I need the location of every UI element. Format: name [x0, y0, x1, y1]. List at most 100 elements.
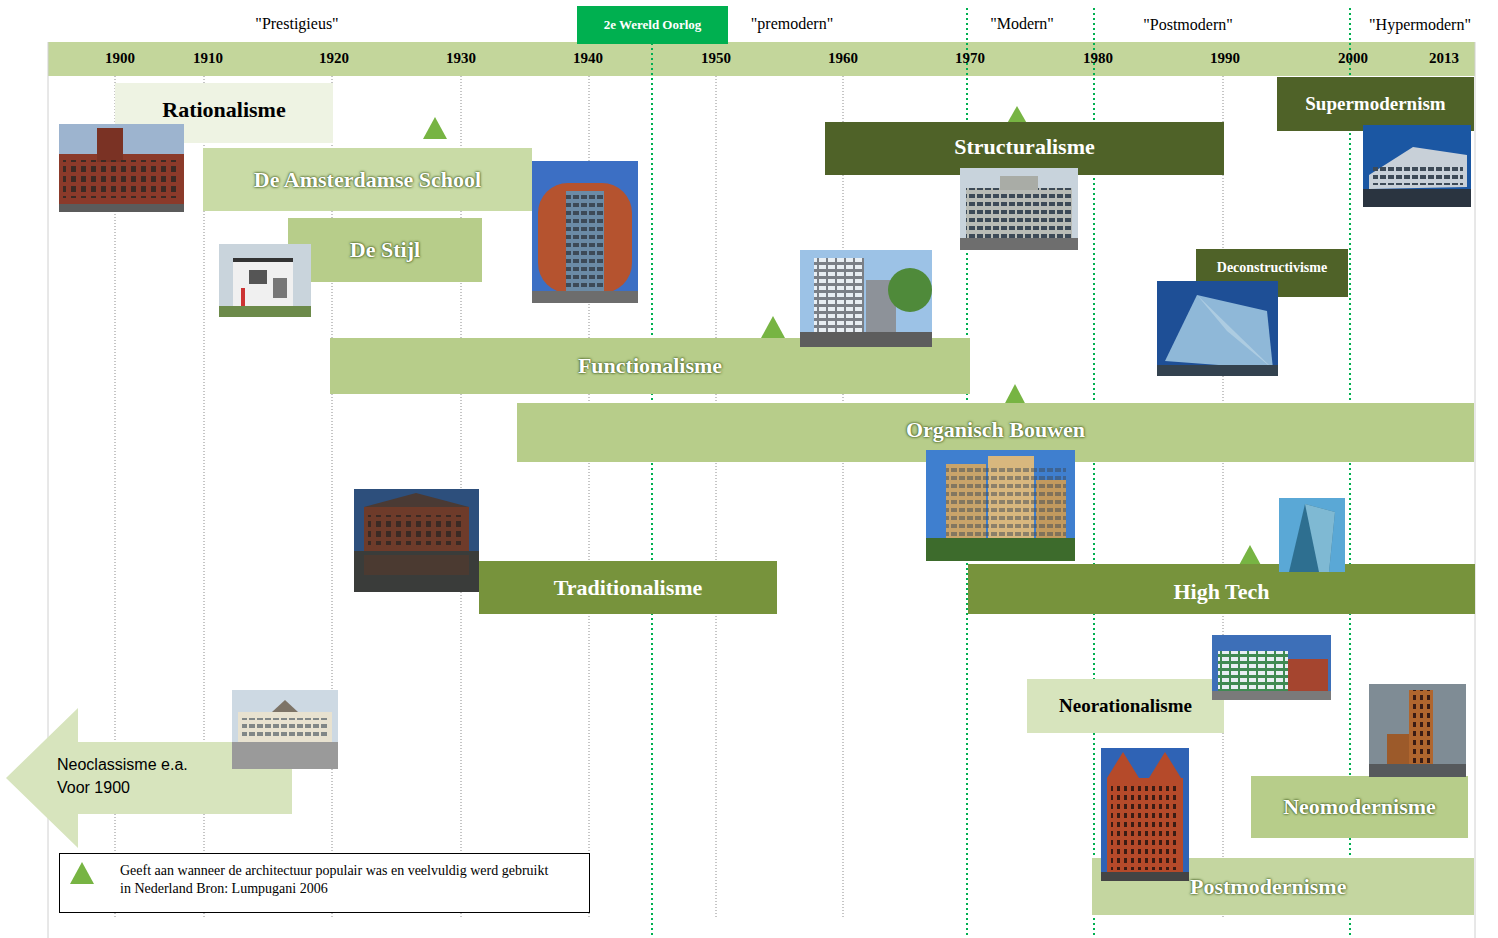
style-bar: Neorationalisme — [1027, 679, 1224, 733]
photo-round-building — [532, 291, 638, 303]
photo-deconstructivist-building — [1157, 281, 1278, 376]
year-label: 1930 — [446, 50, 476, 67]
photo-station — [272, 700, 298, 712]
year-band — [48, 42, 1475, 76]
year-gridline — [716, 76, 717, 918]
style-bar: Neomodernisme — [1251, 776, 1468, 838]
popularity-marker — [761, 316, 785, 338]
style-bar: Structuralisme — [825, 122, 1224, 175]
photo-station — [232, 742, 338, 769]
photo-high-tech-tower — [1305, 504, 1335, 572]
popularity-marker — [423, 106, 1262, 567]
style-bar: De Stijl — [288, 218, 482, 282]
photo-high-tech-tower — [1279, 498, 1345, 572]
photo-organic-building — [926, 450, 1075, 561]
style-label: Structuralisme — [954, 134, 1095, 159]
style-label: De Stijl — [350, 237, 420, 262]
photo-station — [232, 690, 338, 769]
photo-neorationalist-building — [1212, 635, 1331, 700]
style-label: Neorationalisme — [1059, 695, 1192, 717]
photo-supermodern-building — [1373, 165, 1463, 185]
era-label: "Modern" — [990, 15, 1054, 33]
style-bar: Supermodernism — [1277, 77, 1474, 131]
war-period-box: 2e Wereld Oorlog — [577, 6, 728, 44]
photo-de-stijl-house — [241, 288, 245, 306]
photo-flat-blocks — [800, 250, 932, 347]
photo-brick-building — [63, 160, 180, 198]
photo-high-tech-tower — [1289, 504, 1335, 572]
style-label: Supermodernism — [1305, 93, 1445, 115]
year-label: 1980 — [1083, 50, 1113, 67]
photo-traditional-building — [368, 515, 465, 545]
photo-traditional-building — [364, 493, 469, 507]
photo-de-stijl-house — [219, 306, 311, 317]
photo-brick-building — [59, 124, 184, 212]
photo-postmodern-building — [1101, 872, 1189, 881]
era-label: "Prestigieus" — [255, 15, 338, 33]
year-label: 1940 — [573, 50, 603, 67]
photo-traditional-building — [354, 489, 479, 592]
photo-deconstructivist-building — [1157, 365, 1278, 376]
photo-de-stijl-house — [233, 258, 293, 262]
style-label: Organisch Bouwen — [906, 417, 1085, 442]
year-label: 1910 — [193, 50, 223, 67]
photo-de-stijl-house — [273, 278, 287, 298]
style-label: Postmodernisme — [1190, 874, 1346, 899]
photo-de-stijl-house — [219, 244, 311, 317]
photo-deconstructivist-building — [1165, 295, 1273, 369]
photo-postmodern-building — [1149, 752, 1181, 778]
photo-de-stijl-house — [249, 270, 267, 284]
photo-organic-building — [926, 450, 1075, 561]
year-gridline — [1223, 76, 1224, 918]
photo-postmodern-building — [1111, 784, 1179, 870]
photo-organic-building — [926, 538, 1075, 561]
photo-supermodern-building — [1369, 147, 1467, 189]
timeline-grid — [1475, 42, 1476, 938]
photo-station — [232, 690, 338, 769]
era-divider — [651, 8, 653, 938]
legend-triangle — [69, 861, 95, 885]
photo-round-building — [532, 161, 638, 303]
style-bar: De Amsterdamse School — [203, 148, 532, 211]
photo-neomodern-tower — [1369, 684, 1466, 777]
photo-round-building — [532, 161, 638, 303]
photo-postmodern-building — [1107, 778, 1183, 874]
era-label: "premodern" — [751, 15, 833, 33]
style-label: Deconstructivisme — [1217, 260, 1327, 276]
year-label: 1920 — [319, 50, 349, 67]
photo-station — [242, 718, 328, 738]
era-label: "Hypermodern" — [1369, 16, 1471, 34]
photo-de-stijl-house — [219, 244, 311, 317]
photo-traditional-building — [354, 551, 479, 592]
photo-de-stijl-house — [233, 258, 293, 306]
era-divider — [652, 8, 1350, 938]
photo-brick-building — [59, 154, 184, 206]
style-label: Neomodernisme — [1283, 794, 1436, 819]
popularity-marker — [423, 117, 447, 139]
photo-neomodern-tower — [1369, 684, 1466, 777]
photo-deconstructivist-building — [1157, 281, 1278, 376]
year-label: 1900 — [105, 50, 135, 67]
legend-triangle — [70, 862, 94, 884]
photo-postmodern-building — [1101, 748, 1189, 881]
photo-round-building — [566, 191, 604, 291]
photo-organic-building — [946, 464, 1066, 544]
style-label: Voor 1900 — [57, 779, 130, 797]
photo-structuralist-building — [960, 238, 1078, 250]
photo-traditional-building — [354, 489, 479, 592]
photo-structuralist-building — [960, 168, 1078, 250]
style-label: Traditionalisme — [554, 575, 703, 600]
style-label: 2e Wereld Oorlog — [604, 18, 702, 33]
photo-flat-blocks — [814, 258, 864, 332]
photo-neomodern-tower — [1409, 690, 1433, 766]
style-label: High Tech — [1174, 579, 1270, 604]
photo-traditional-building — [364, 507, 469, 551]
photo-flat-blocks — [888, 268, 932, 312]
style-label: Functionalisme — [578, 353, 722, 378]
photo-traditional-building — [364, 555, 469, 575]
style-label: Rationalisme — [162, 97, 285, 122]
photo-high-tech-tower — [1279, 498, 1345, 572]
photo-neomodern-tower — [1409, 690, 1433, 766]
